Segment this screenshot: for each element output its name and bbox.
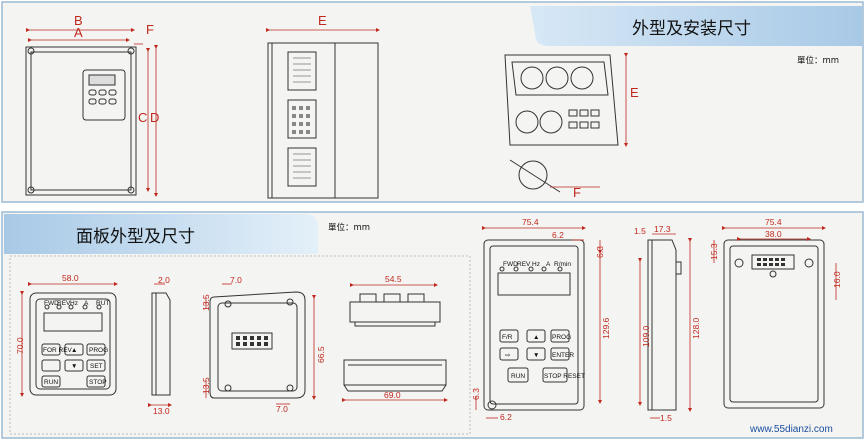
p2-led-4: R/min <box>554 261 571 268</box>
p1-top-width: 54.5 <box>385 274 402 284</box>
panel2-side-view <box>647 239 682 411</box>
p2-side-t1: 1.5 <box>634 226 646 236</box>
p2-offset-top: 6.2 <box>552 230 564 240</box>
panel1-side-view <box>151 292 171 396</box>
p2-back-inner-width: 38.0 <box>765 229 782 239</box>
dim-F-side: F <box>146 22 154 37</box>
p2-key-shift: ⇨ <box>505 352 511 359</box>
p2-width: 75.4 <box>522 217 539 227</box>
p2-key-prog: PROG <box>552 334 571 341</box>
p2-side-bottom: 1.5 <box>660 413 672 423</box>
p1-key-up: ▲ <box>71 347 77 354</box>
p2-led-0: FWD <box>503 261 518 268</box>
p2-height: 129.6 <box>601 317 611 339</box>
panel1-back-view <box>209 291 306 399</box>
dim-B: B <box>74 13 83 28</box>
dim-A: A <box>74 25 83 40</box>
p1-back-height: 66.5 <box>316 346 326 363</box>
p2-key-down: ▼ <box>533 352 539 359</box>
p1-back-top: 7.0 <box>230 275 242 285</box>
p1-key-stop: STOP <box>89 379 107 386</box>
bottom-section-title: 面板外型及尺寸 <box>76 227 195 247</box>
dim-F-view: F <box>573 185 581 200</box>
panel1-front-view <box>29 292 117 396</box>
p2-side-height: 128.0 <box>691 317 701 339</box>
p1-side-bottom: 13.0 <box>153 406 170 416</box>
p2-back-width: 75.4 <box>765 217 782 227</box>
dim-E-view: E <box>630 85 639 100</box>
top-section-header <box>530 6 862 46</box>
p2-bottom-left: 6.3 <box>471 388 481 400</box>
p2-back-right: 16.0 <box>832 271 842 288</box>
p1-led-4: RUT <box>96 300 109 307</box>
p1-led-2: Hz <box>70 300 78 307</box>
bottom-unit-label: 單位：mm <box>328 222 370 233</box>
p1-led-3: A <box>84 300 89 307</box>
panel1-top-view <box>349 293 441 327</box>
enclosure-bottom-view <box>504 54 619 193</box>
p1-key-forrev: FOR REV <box>43 347 73 354</box>
panel1-bottom-view <box>343 359 447 392</box>
dim-D: D <box>150 110 159 125</box>
p1-led-1: REV <box>57 300 71 307</box>
p2-key-run: RUN <box>511 373 525 380</box>
p2-led-2: Hz <box>532 261 540 268</box>
p2-side-t2: 17.3 <box>654 224 671 234</box>
p2-key-enter: ENTER <box>552 352 574 359</box>
top-section-title: 外型及安装尺寸 <box>632 19 751 39</box>
p1-key-set: SET <box>90 363 103 370</box>
dim-C: C <box>138 110 147 125</box>
watermark: www.55dianzi.com <box>749 424 833 435</box>
p1-key-down: ▼ <box>71 363 77 370</box>
p1-back-left-top: 13.5 <box>201 294 211 311</box>
p1-key-run: RUN <box>44 379 58 386</box>
p1-width: 58.0 <box>62 273 79 283</box>
bottom-section-header <box>4 214 318 254</box>
p1-side-depth: 2.0 <box>158 275 170 285</box>
p1-back-left-bottom: 13.5 <box>201 377 211 394</box>
p1-height: 70.0 <box>15 337 25 354</box>
p2-key-up: ▲ <box>533 334 539 341</box>
p1-key-prog: PROG <box>89 347 108 354</box>
p2-back-left-top: 15.3 <box>709 243 719 260</box>
p2-bottom-offset: 6.2 <box>500 412 512 422</box>
p2-key-fr: F/R <box>502 334 513 341</box>
dim-E-side: E <box>318 13 327 28</box>
p1-back-bottom: 7.0 <box>276 404 288 414</box>
p2-side-inner: 109.0 <box>641 325 651 347</box>
p2-led-3: A <box>546 261 551 268</box>
enclosure-front-view <box>25 46 137 196</box>
p1-led-0: FWD <box>44 300 59 307</box>
top-unit-label: 單位：mm <box>797 55 839 66</box>
enclosure-side-view <box>267 42 379 199</box>
p2-led-1: REV <box>517 261 531 268</box>
panel2-front-view <box>483 239 585 411</box>
p2-key-stop: STOP RESET <box>544 373 585 380</box>
p1-bottom-width: 69.0 <box>384 390 401 400</box>
